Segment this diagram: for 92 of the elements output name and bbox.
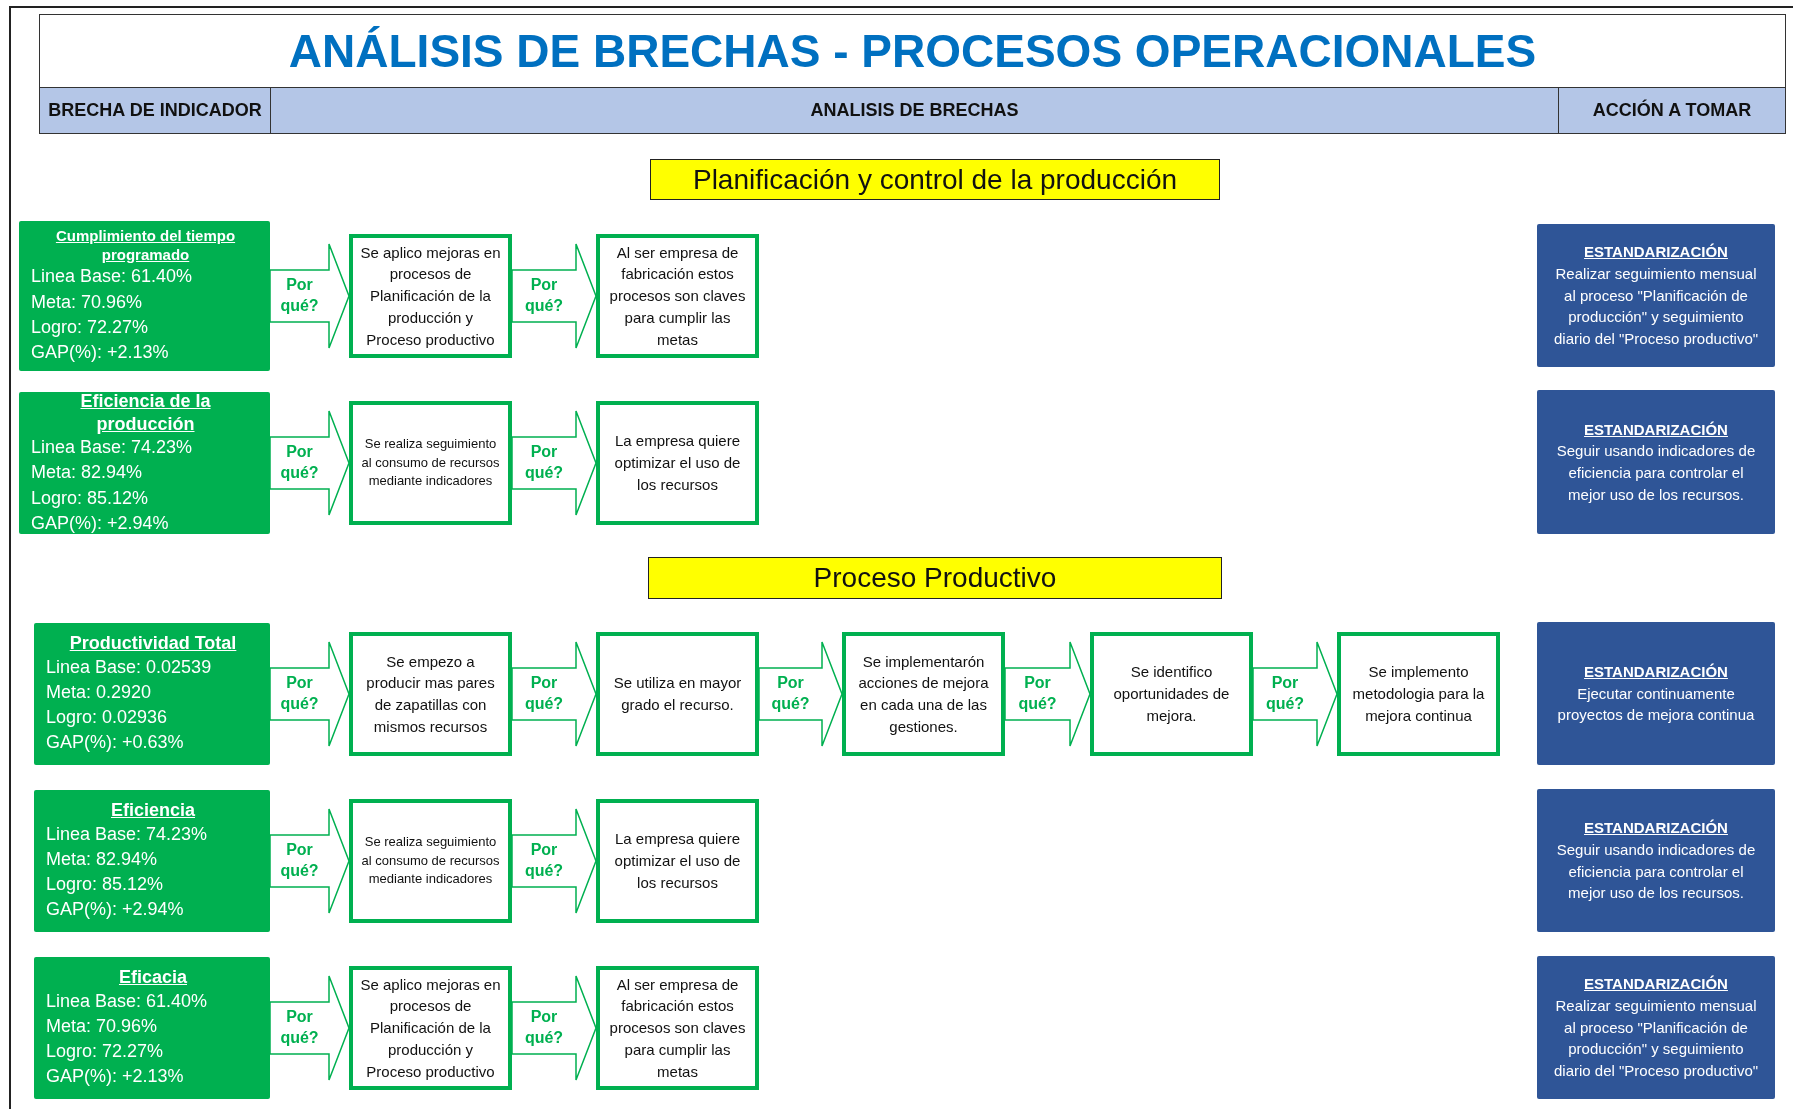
reason-box: [349, 799, 512, 923]
reason-box: [349, 401, 512, 525]
indicator-card: [19, 392, 270, 534]
indicator-title: Cumplimiento del tiempo programado: [54, 226, 237, 265]
page-title: ANÁLISIS DE BRECHAS - PROCESOS OPERACIONALES: [288, 24, 1537, 78]
section-title: Proceso Productivo: [813, 562, 1057, 594]
indicator-card: [34, 957, 270, 1099]
indicator-value: GAP(%): +2.13%: [46, 1065, 185, 1089]
indicator-title: Eficacia: [117, 966, 188, 989]
action-text: Realizar seguimiento mensual al proceso "Planificación de producción" y seguimiento diario del "Proceso productivo": [1552, 995, 1760, 1082]
indicator-value: GAP(%): +2.94%: [31, 511, 170, 535]
indicator-value: Meta: 82.94%: [31, 461, 144, 485]
reason-box: [1090, 632, 1253, 756]
indicator-value: Linea Base: 0.02539: [46, 655, 213, 679]
column-header: ANALISIS DE BRECHAS: [270, 88, 1558, 133]
reason-text: Al ser empresa de fabricación estos procesos son claves para cumplir las metas: [608, 974, 747, 1082]
action-title: ESTANDARIZACIÓN: [1584, 242, 1728, 263]
indicator-card: [34, 790, 270, 932]
edge-label: Por qué?: [524, 1007, 564, 1049]
section-header: [650, 159, 1220, 200]
action-card: [1537, 956, 1775, 1099]
indicator-title: Eficiencia: [109, 799, 196, 822]
action-card: [1537, 789, 1775, 932]
reason-box: [1337, 632, 1500, 756]
indicator-value: Meta: 70.96%: [46, 1015, 159, 1039]
indicator-title: Eficiencia de la producción: [79, 390, 212, 436]
indicator-value: GAP(%): +2.94%: [46, 898, 185, 922]
section-title: Planificación y control de la producción: [692, 163, 1178, 196]
indicator-value: Logro: 72.27%: [46, 1040, 165, 1064]
indicator-value: Meta: 0.2920: [46, 681, 153, 705]
action-text: Ejecutar continuamente proyectos de mejora continua: [1556, 683, 1756, 726]
reason-box: [349, 234, 512, 358]
reason-text: Se implemento metodologia para la mejora continua: [1351, 662, 1486, 726]
edge-label: Por qué?: [770, 673, 811, 715]
action-title: ESTANDARIZACIÓN: [1584, 974, 1728, 995]
section-header: [648, 557, 1222, 599]
indicator-card: [19, 221, 270, 371]
reason-text: Se implementarón acciones de mejora en cada una de las gestiones.: [857, 651, 990, 737]
action-text: Seguir usando indicadores de eficiencia para controlar el mejor uso de los recursos.: [1555, 441, 1757, 505]
edge-label: Por qué?: [524, 275, 564, 317]
reason-text: La empresa quiere optimizar el uso de los recursos: [613, 829, 742, 893]
edge-label: Por qué?: [279, 442, 320, 484]
indicator-value: Logro: 85.12%: [31, 486, 150, 510]
edge-label: Por qué?: [524, 442, 564, 484]
edge-label: Por qué?: [279, 673, 320, 715]
indicator-value: Meta: 70.96%: [31, 290, 144, 314]
edge-label: Por qué?: [524, 840, 564, 882]
action-title: ESTANDARIZACIÓN: [1584, 419, 1728, 440]
indicator-value: Linea Base: 61.40%: [46, 989, 209, 1013]
action-card: [1537, 224, 1775, 367]
indicator-value: Logro: 0.02936: [46, 706, 169, 730]
indicator-value: Linea Base: 74.23%: [31, 436, 194, 460]
action-card: [1537, 622, 1775, 765]
reason-box: [596, 966, 759, 1090]
edge-label: Por qué?: [279, 840, 320, 882]
edge-label: Por qué?: [1265, 673, 1305, 715]
indicator-value: Linea Base: 61.40%: [31, 265, 194, 289]
reason-text: Al ser empresa de fabricación estos procesos son claves para cumplir las metas: [608, 242, 747, 350]
indicator-value: Logro: 85.12%: [46, 873, 165, 897]
reason-box: [842, 632, 1005, 756]
indicator-value: GAP(%): +2.13%: [31, 340, 170, 364]
reason-box: [596, 632, 759, 756]
action-card: [1537, 390, 1775, 534]
reason-text: Se realiza seguimiento al consumo de recursos mediante indicadores: [360, 434, 501, 491]
reason-text: Se identifico oportunidades de mejora.: [1112, 662, 1231, 726]
reason-text: La empresa quiere optimizar el uso de los recursos: [613, 431, 742, 495]
reason-box: [596, 234, 759, 358]
reason-text: Se utiliza en mayor grado el recurso.: [612, 673, 743, 715]
edge-label: Por qué?: [279, 1007, 320, 1049]
indicator-title: Productividad Total: [68, 632, 238, 655]
action-title: ESTANDARIZACIÓN: [1584, 818, 1728, 838]
reason-box: [349, 632, 512, 756]
indicator-value: Meta: 82.94%: [46, 848, 159, 872]
action-text: Realizar seguimiento mensual al proceso "Planificación de producción" y seguimiento diario del "Proceso productivo": [1552, 263, 1760, 350]
reason-box: [596, 401, 759, 525]
reason-box: [596, 799, 759, 923]
action-title: ESTANDARIZACIÓN: [1584, 661, 1728, 682]
indicator-card: [34, 623, 270, 765]
reason-text: Se empezo a producir mas pares de zapatillas con mismos recursos: [365, 651, 496, 737]
column-header: ACCIÓN A TOMAR: [1558, 88, 1785, 133]
reason-text: Se realiza seguimiento al consumo de recursos mediante indicadores: [360, 832, 501, 889]
reason-text: Se aplico mejoras en procesos de Planificación de la producción y Proceso productivo: [359, 974, 502, 1082]
column-header: BRECHA DE INDICADOR: [40, 88, 270, 133]
indicator-value: Logro: 72.27%: [31, 315, 150, 339]
action-text: Seguir usando indicadores de eficiencia para controlar el mejor uso de los recursos.: [1555, 839, 1757, 904]
indicator-value: GAP(%): +0.63%: [46, 731, 185, 755]
edge-label: Por qué?: [1017, 673, 1058, 715]
indicator-value: Linea Base: 74.23%: [46, 822, 209, 846]
reason-box: [349, 966, 512, 1090]
edge-label: Por qué?: [524, 673, 564, 715]
edge-label: Por qué?: [279, 275, 320, 317]
reason-text: Se aplico mejoras en procesos de Planificación de la producción y Proceso productivo: [359, 242, 502, 350]
